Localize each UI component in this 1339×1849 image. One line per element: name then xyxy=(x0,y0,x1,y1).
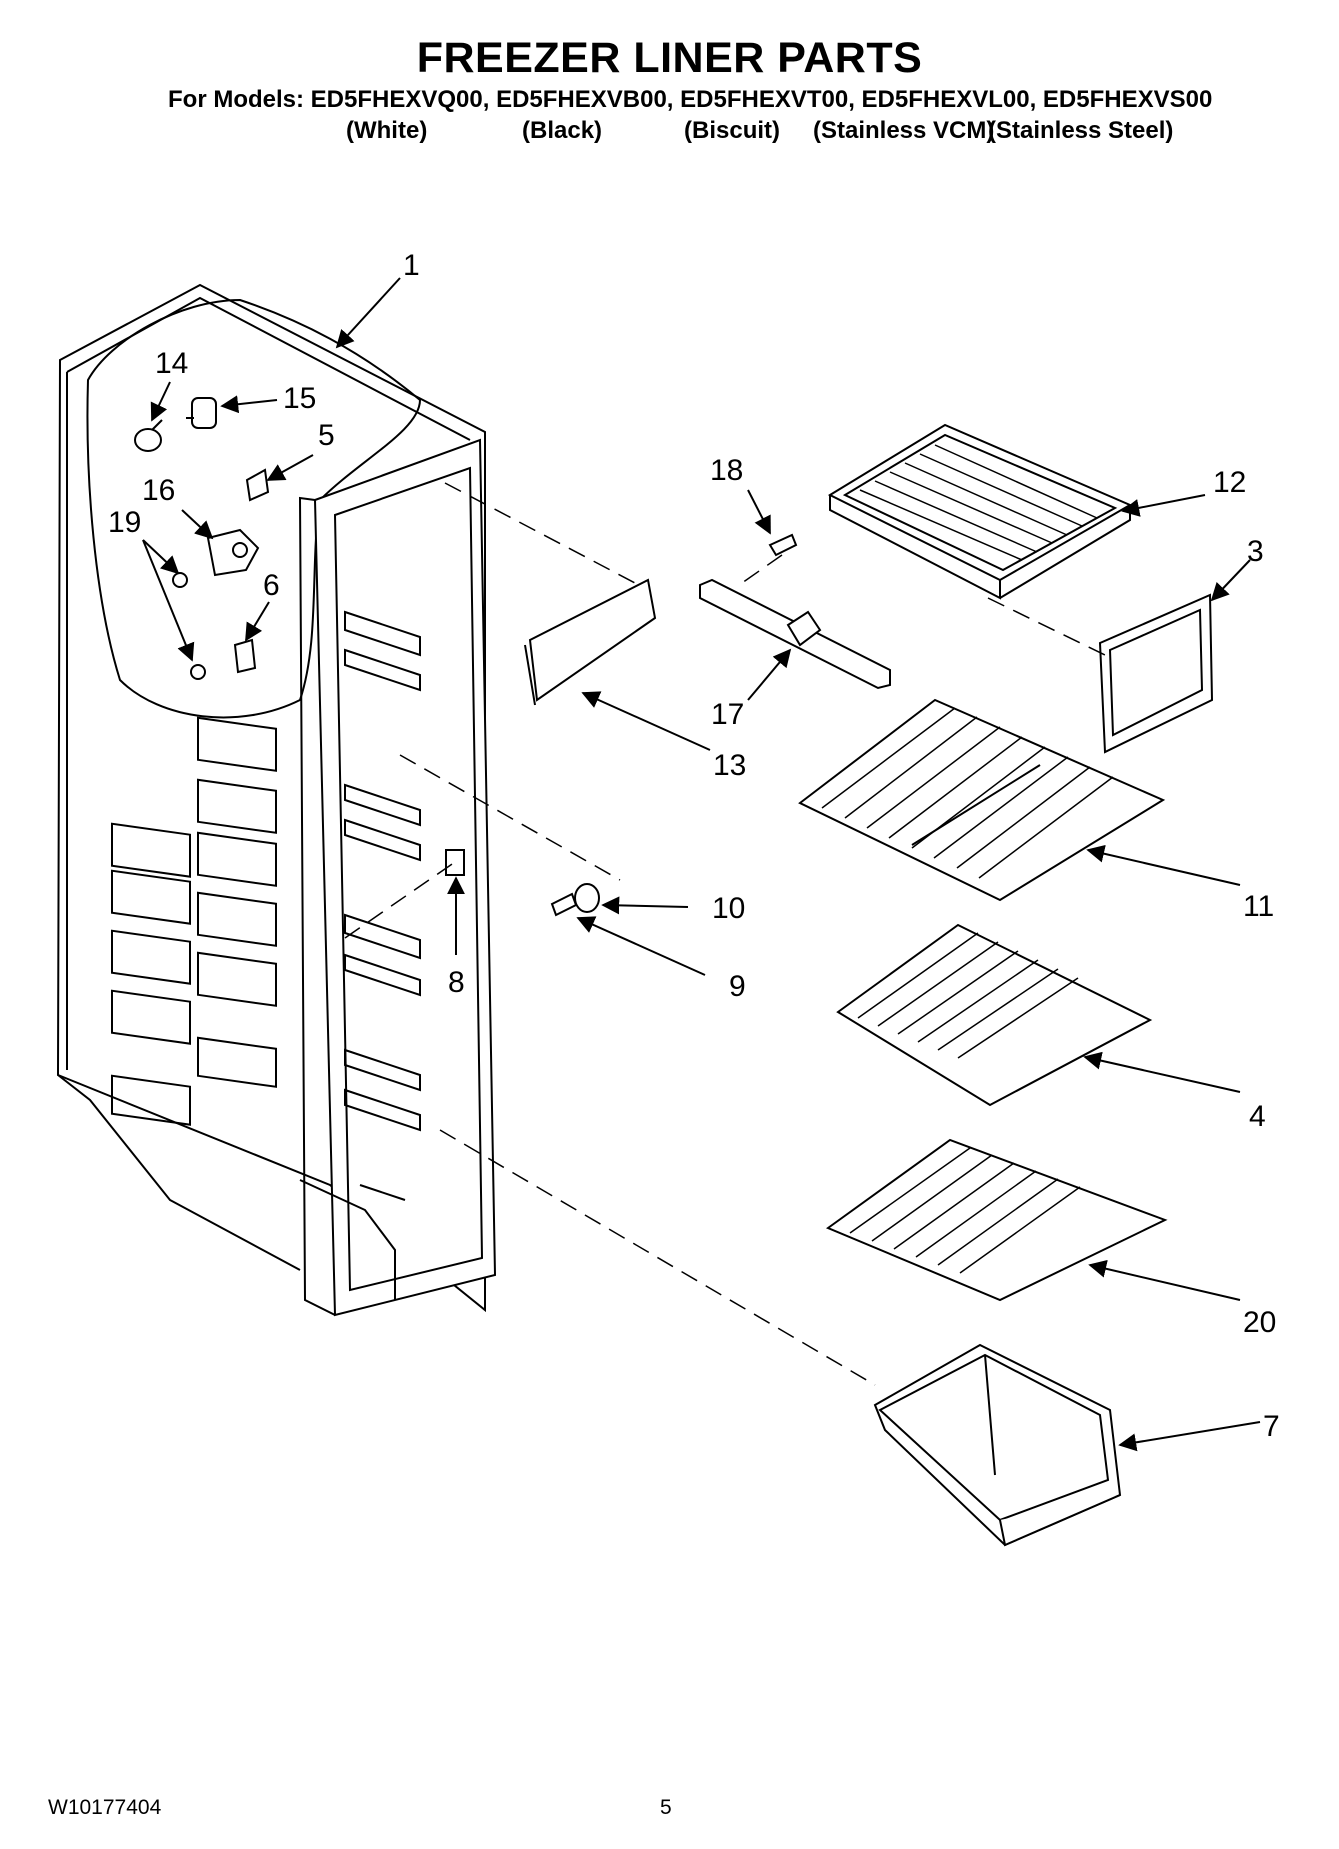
callout-17: 17 xyxy=(711,698,744,731)
part-8-clip xyxy=(445,849,465,876)
callout-1: 1 xyxy=(403,249,420,282)
callout-16: 16 xyxy=(142,474,175,507)
leader-arrows xyxy=(142,277,1261,1452)
bracket-6 xyxy=(233,638,257,674)
color-label-stainless-steel: (Stainless Steel) xyxy=(988,117,1174,144)
callout-8: 8 xyxy=(448,966,465,999)
page-number: 5 xyxy=(660,1796,672,1819)
callout-19: 19 xyxy=(108,506,141,539)
freezer-liner xyxy=(56,283,497,1317)
callout-labels: 1 14 15 5 16 19 6 18 12 3 17 13 11 10 9 … xyxy=(108,249,1280,1443)
callout-6: 6 xyxy=(263,569,280,602)
callout-12: 12 xyxy=(1213,466,1246,499)
part-4-wire-shelf xyxy=(836,923,1153,1107)
doc-number: W10177404 xyxy=(48,1796,162,1819)
light-switch-5 xyxy=(245,468,270,502)
part-13-cover xyxy=(524,578,657,706)
callout-10: 10 xyxy=(712,892,745,925)
color-label-white: (White) xyxy=(346,117,428,144)
liner-side-panel-pockets xyxy=(111,716,277,1126)
part-18-screw xyxy=(768,533,798,557)
callout-18: 18 xyxy=(710,454,743,487)
part-10-cap xyxy=(574,883,600,913)
callout-3: 3 xyxy=(1247,535,1264,568)
assembly-lines xyxy=(344,482,1106,1386)
color-label-stainless-vcm: (Stainless VCM) xyxy=(813,117,995,144)
part-9-screw xyxy=(550,892,578,917)
part-12-drawer-frame xyxy=(827,423,1133,600)
page-title: FREEZER LINER PARTS xyxy=(416,34,923,82)
color-label-black: (Black) xyxy=(522,117,603,144)
screw-19b xyxy=(190,664,206,680)
callout-9: 9 xyxy=(729,970,746,1003)
liner-front-pockets xyxy=(344,610,421,1132)
light-bulb-14 xyxy=(134,419,163,452)
callout-4: 4 xyxy=(1249,1100,1266,1133)
callout-14: 14 xyxy=(155,347,188,380)
callout-11: 11 xyxy=(1243,890,1274,923)
callout-13: 13 xyxy=(713,749,746,782)
part-7-bin xyxy=(873,1343,1122,1547)
callout-20: 20 xyxy=(1243,1306,1276,1339)
part-17-bracket xyxy=(699,578,891,690)
damper-housing-16 xyxy=(206,528,260,577)
models-line: For Models: ED5FHEXVQ00, ED5FHEXVB00, ED… xyxy=(168,86,1213,113)
part-20-wire-shelf xyxy=(825,1138,1168,1302)
callout-5: 5 xyxy=(318,419,335,452)
part-3-panel xyxy=(1098,593,1214,754)
part-11-wire-shelf xyxy=(798,698,1166,902)
screw-19a xyxy=(172,572,188,588)
light-socket-15 xyxy=(186,397,217,429)
callout-7: 7 xyxy=(1263,1410,1280,1443)
color-label-biscuit: (Biscuit) xyxy=(684,117,780,144)
callout-15: 15 xyxy=(283,382,316,415)
